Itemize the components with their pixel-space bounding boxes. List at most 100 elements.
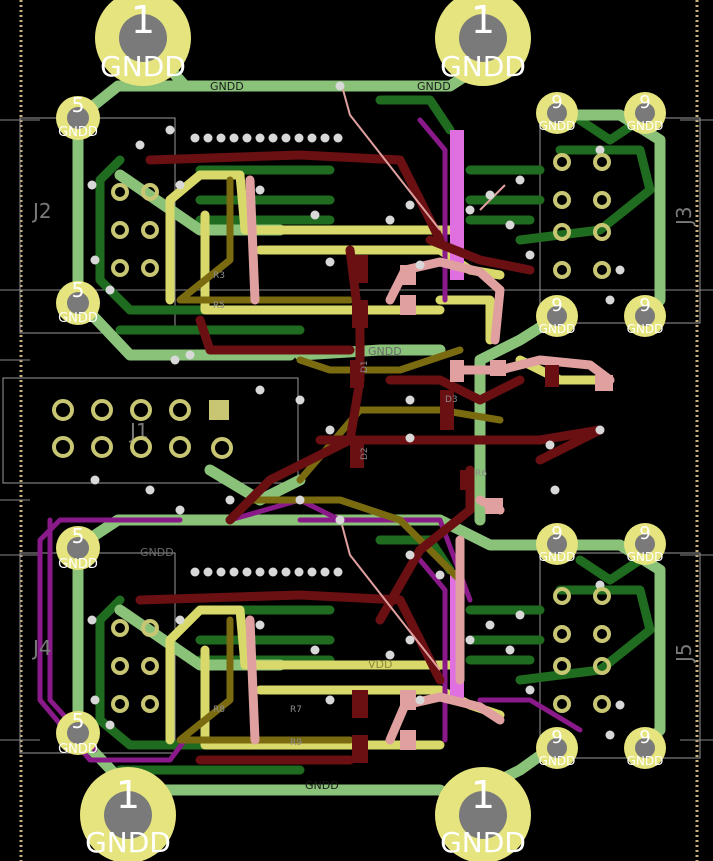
j1-pin	[130, 399, 152, 421]
corner-pad-j3-bottom-right-number: 9	[639, 295, 650, 316]
corner-pad-j4-bottom-number: 5	[72, 709, 85, 733]
via	[307, 567, 317, 577]
via	[310, 645, 320, 655]
via	[203, 567, 213, 577]
via	[255, 185, 265, 195]
corner-pad-j2-bottom-number: 5	[72, 278, 85, 302]
via	[255, 133, 265, 143]
via	[255, 567, 265, 577]
j1-pin	[130, 436, 152, 458]
via	[525, 250, 535, 260]
label-r3: R3	[213, 271, 225, 281]
via	[605, 295, 615, 305]
j1-pin	[52, 399, 74, 421]
via	[405, 635, 415, 645]
mount-pad-bottom-right-net: GNDD	[440, 826, 526, 859]
via	[465, 205, 475, 215]
via	[190, 133, 200, 143]
j5-pin	[593, 695, 611, 713]
trace-label-lower: GNDD	[140, 546, 174, 559]
via	[515, 175, 525, 185]
j1-pin	[169, 399, 191, 421]
via	[435, 570, 445, 580]
corner-pad-j3-top-left: 9 GNDD	[536, 92, 578, 134]
j5-pin	[593, 587, 611, 605]
j3-pin	[593, 191, 611, 209]
via	[465, 635, 475, 645]
j2-pin	[141, 183, 159, 201]
corner-pad-j3-bottom-left-number: 9	[551, 295, 562, 316]
label-j4: J4	[31, 636, 52, 660]
via	[505, 645, 515, 655]
label-r5: R5	[213, 301, 225, 311]
j4-pin	[141, 657, 159, 675]
label-j2: J2	[31, 199, 52, 223]
via	[216, 567, 226, 577]
j5-pin	[553, 657, 571, 675]
via	[105, 720, 115, 730]
via	[525, 685, 535, 695]
via	[405, 200, 415, 210]
label-r8: R8	[213, 705, 225, 715]
via	[615, 265, 625, 275]
corner-pad-j3-top-left-number: 9	[551, 92, 562, 113]
corner-pad-j2-bottom-net: GNDD	[58, 311, 98, 326]
corner-pad-j3-top-right-number: 9	[639, 92, 650, 113]
j4-pin	[141, 695, 159, 713]
corner-pad-j5-top-left: 9 GNDD	[536, 523, 578, 565]
via	[515, 610, 525, 620]
via	[415, 260, 425, 270]
label-r9: R9	[290, 738, 302, 748]
via	[294, 567, 304, 577]
j2-pin	[111, 221, 129, 239]
corner-pad-j4-top: 5 GNDD	[56, 524, 100, 572]
via	[216, 133, 226, 143]
mount-pad-bottom-left: 1 GNDD	[80, 767, 176, 861]
via-field	[87, 81, 625, 740]
via	[545, 440, 555, 450]
corner-pad-j5-bottom-right: 9 GNDD	[624, 727, 666, 769]
label-d2: D2	[360, 447, 370, 460]
via	[90, 255, 100, 265]
via	[87, 180, 97, 190]
via	[307, 133, 317, 143]
via	[170, 355, 180, 365]
j2-pin	[141, 221, 159, 239]
via	[320, 567, 330, 577]
corner-pad-j3-bottom-right: 9 GNDD	[624, 295, 666, 337]
corner-pad-j4-bottom-net: GNDD	[58, 742, 98, 757]
net-labels: GNDD GNDD GNDD GNDD GNDD VDD	[140, 80, 451, 792]
corner-pad-j5-top-left-net: GNDD	[539, 550, 576, 564]
corner-pad-j5-top-right-number: 9	[639, 523, 650, 544]
via	[405, 550, 415, 560]
mount-pad-top-right-number: 1	[471, 0, 495, 42]
via	[615, 700, 625, 710]
j3-pin	[553, 223, 571, 241]
j1-pin	[169, 436, 191, 458]
via	[405, 433, 415, 443]
via	[595, 425, 605, 435]
via	[175, 505, 185, 515]
corner-pad-j3-top-left-net: GNDD	[539, 119, 576, 133]
corner-pad-j5-top-right-net: GNDD	[627, 550, 664, 564]
via	[385, 215, 395, 225]
via	[242, 567, 252, 577]
via	[255, 620, 265, 630]
corner-pad-j5-bottom-left: 9 GNDD	[536, 727, 578, 769]
via	[325, 257, 335, 267]
label-j5: J5	[672, 643, 696, 664]
mount-pad-top-left-net: GNDD	[100, 50, 186, 83]
trace-label-top-right: GNDD	[417, 80, 451, 93]
via	[90, 475, 100, 485]
via	[242, 133, 252, 143]
j1-pin	[91, 399, 113, 421]
via	[281, 567, 291, 577]
via	[135, 140, 145, 150]
corner-pad-j3-top-right: 9 GNDD	[624, 92, 666, 134]
via	[335, 515, 345, 525]
corner-pad-j2-top-number: 5	[72, 93, 85, 117]
via	[485, 620, 495, 630]
part-labels: R3 R5 R6 R7 R8 R9 D1 D2 D3	[213, 271, 487, 748]
via	[550, 485, 560, 495]
mount-pad-bottom-left-net: GNDD	[85, 826, 171, 859]
